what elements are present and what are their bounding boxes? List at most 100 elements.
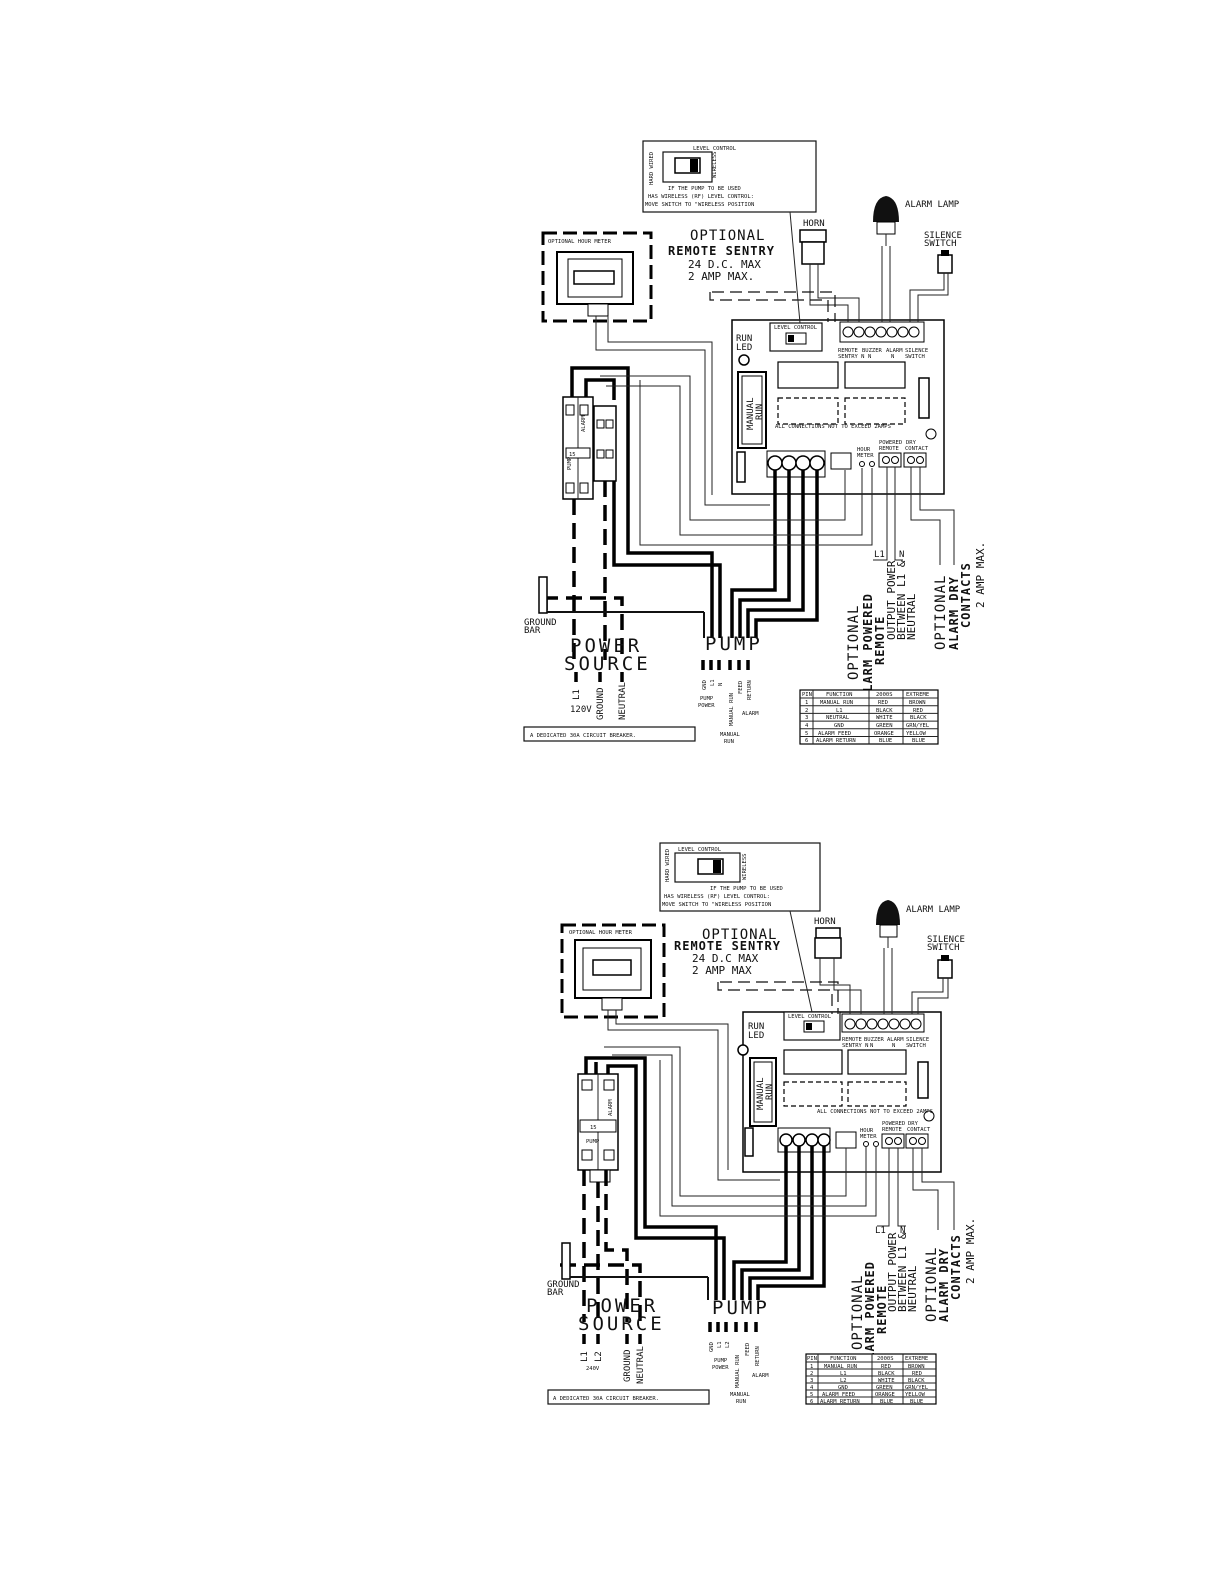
table-row: 4 GND GREEN GRN/YEL — [810, 1385, 929, 1391]
alarm-dry-contacts: CONTACTS — [949, 1234, 963, 1300]
pump-wire-l1: L1 — [710, 679, 716, 686]
pump-wire-manual-run: MANUAL RUN — [735, 1355, 741, 1388]
table-cell-function: L1 — [840, 1371, 847, 1377]
power-source-label-2: SOURCE — [578, 1313, 665, 1335]
alarm-powered-output: OUTPUT POWER — [885, 560, 898, 640]
table-cell-function: MANUAL RUN — [820, 700, 853, 706]
top-terminal-alarm: ALARM — [886, 348, 903, 354]
top-terminal-remote: REMOTE — [842, 1037, 862, 1043]
pin-table: PIN FUNCTION 2000S EXTREME 1 MANUAL RUN … — [799, 689, 939, 745]
top-terminal-buzzer: BUZZER — [864, 1037, 885, 1043]
remote-label: REMOTE — [882, 1127, 902, 1133]
top-terminal-sub-remote: SENTRY N — [838, 354, 865, 360]
alarm-wire-label: ALARM — [742, 711, 759, 717]
top-terminal-silence: SILENCE — [905, 348, 928, 354]
wiring-diagram-120v: LEVEL CONTROL HARD WIRED WIRELESS IF THE… — [523, 140, 987, 745]
ground-bar-label-1: GROUND — [547, 1280, 580, 1290]
ln-l1: L1 — [874, 550, 885, 560]
hour-meter: OPTIONAL HOUR METER — [541, 231, 653, 323]
silence-switch-icon[interactable] — [937, 254, 953, 274]
hour-meter-display — [573, 270, 615, 285]
silence-switch-icon[interactable] — [937, 959, 953, 979]
run-led-label-2: LED — [736, 343, 752, 353]
pump-wire-l1: L1 — [717, 1341, 723, 1348]
alarm-powered-neutral: NEUTRAL — [905, 593, 918, 640]
alarm-dry-title: ALARM DRY — [947, 576, 961, 650]
hour-meter-terminal-2: METER — [857, 453, 874, 459]
table-cell-pin: 3 — [810, 1378, 813, 1384]
table-cell-pin: 5 — [810, 1392, 813, 1398]
table-cell-2000s: BLUE — [879, 738, 892, 744]
power-wire-ground: GROUND — [623, 1349, 633, 1382]
table-cell-2000s: GREEN — [876, 1385, 893, 1391]
alarm-powered-between: BETWEEN L1 & — [896, 1232, 909, 1312]
remote-sentry-title: REMOTE SENTRY — [668, 244, 775, 258]
contact-label: CONTACT — [907, 1127, 931, 1133]
fuse-icon — [917, 1061, 929, 1099]
table-cell-function: ALARM RETURN — [820, 1399, 860, 1405]
voltage-label: 120V — [570, 705, 592, 715]
contact-label: CONTACT — [905, 446, 929, 452]
level-note-line-1: IF THE PUMP TO BE USED — [710, 886, 783, 892]
hour-meter: OPTIONAL HOUR METER — [560, 923, 666, 1019]
level-control-inset: LEVEL CONTROL HARD WIRED WIRELESS IF THE… — [642, 140, 817, 213]
run-led-icon — [737, 1044, 749, 1056]
dry-label: DRY — [906, 440, 917, 446]
table-cell-2000s: BLACK — [876, 708, 893, 714]
pump-power-2: POWER — [698, 703, 715, 709]
board-note: ALL CONNECTIONS NOT TO EXCEED 2AMPS — [817, 1109, 933, 1115]
alarm-dry-optional: OPTIONAL — [933, 575, 949, 650]
wiring-diagram-240v: LEVEL CONTROL HARD WIRED WIRELESS IF THE… — [547, 842, 977, 1405]
alarm-dry-optional: OPTIONAL — [924, 1247, 940, 1322]
hard-wired-label: HARD WIRED — [649, 152, 655, 185]
pump-power-2: POWER — [712, 1365, 729, 1371]
table-cell-pin: 2 — [810, 1371, 813, 1377]
alarm-dry-amp: 2 AMP MAX. — [974, 542, 987, 608]
silence-switch-label-2: SWITCH — [927, 943, 960, 953]
wireless-label: WIRELESS — [742, 854, 748, 881]
pump-label: PUMP — [712, 1297, 770, 1319]
table-cell-2000s: ORANGE — [875, 1392, 895, 1398]
top-terminal-sub-buzzer: N — [868, 354, 871, 360]
table-cell-extreme: RED — [913, 708, 923, 714]
remote-sentry-volt: 24 D.C MAX — [692, 952, 759, 965]
power-wire-neutral: NEUTRAL — [636, 1346, 646, 1384]
remote-sentry-amp: 2 AMP MAX — [692, 964, 752, 977]
table-cell-function: ALARM RETURN — [816, 738, 856, 744]
pump-wire-manual-run: MANUAL RUN — [729, 693, 735, 726]
power-wire-l2: L2 — [594, 1351, 604, 1362]
manual-run-label-2: RUN — [765, 1084, 775, 1100]
table-cell-extreme: GRN/YEL — [905, 1385, 929, 1391]
table-cell-pin: 2 — [805, 708, 808, 714]
table-cell-2000s: WHITE — [878, 1378, 895, 1384]
ln-l1: L1 — [875, 1226, 886, 1236]
alarm-powered-title: ALARM POWERED — [863, 1261, 877, 1368]
remote-sentry-title: REMOTE SENTRY — [674, 939, 781, 953]
remote-label: REMOTE — [879, 446, 899, 452]
top-terminal-buzzer: BUZZER — [862, 348, 883, 354]
manual-run-below-2: RUN — [736, 1399, 746, 1405]
remote-sentry-optional: OPTIONAL — [702, 927, 777, 943]
alarm-powered-remote: REMOTE — [875, 1285, 889, 1334]
breaker-alarm: ALARM — [581, 415, 587, 432]
power-wire-l1: L1 — [572, 689, 582, 700]
table-cell-2000s: ORANGE — [874, 731, 894, 737]
hour-meter-label: OPTIONAL HOUR METER — [548, 239, 612, 245]
top-terminal-sub-buzzer: N — [870, 1043, 873, 1049]
pump-power-1: PUMP — [714, 1358, 728, 1364]
table-row: 1 MANUAL RUN RED BROWN — [810, 1364, 925, 1370]
control-board: RUN LED LEVEL CONTROL MANUAL RUN ALL CON… — [731, 319, 945, 495]
power-wire-ground: GROUND — [596, 687, 606, 720]
table-cell-extreme: BROWN — [908, 1364, 925, 1370]
level-control-inset: LEVEL CONTROL HARD WIRED WIRELESS IF THE… — [659, 842, 821, 912]
ground-bar-label-1: GROUND — [524, 618, 557, 628]
table-row: 4 GND GREEN GRN/YEL — [805, 723, 930, 729]
alarm-lamp-label: ALARM LAMP — [905, 200, 960, 210]
level-note-line-1: IF THE PUMP TO BE USED — [668, 186, 741, 192]
table-cell-pin: 6 — [805, 738, 808, 744]
control-board: RUN LED LEVEL CONTROL MANUAL RUN ALL CON… — [737, 1011, 942, 1173]
ground-bar-icon — [561, 1242, 571, 1280]
table-row: 6 ALARM RETURN BLUE BLUE — [805, 738, 925, 744]
alarm-lamp-label: ALARM LAMP — [906, 905, 961, 915]
breaker-note: A DEDICATED 30A CIRCUIT BREAKER. — [530, 733, 636, 739]
